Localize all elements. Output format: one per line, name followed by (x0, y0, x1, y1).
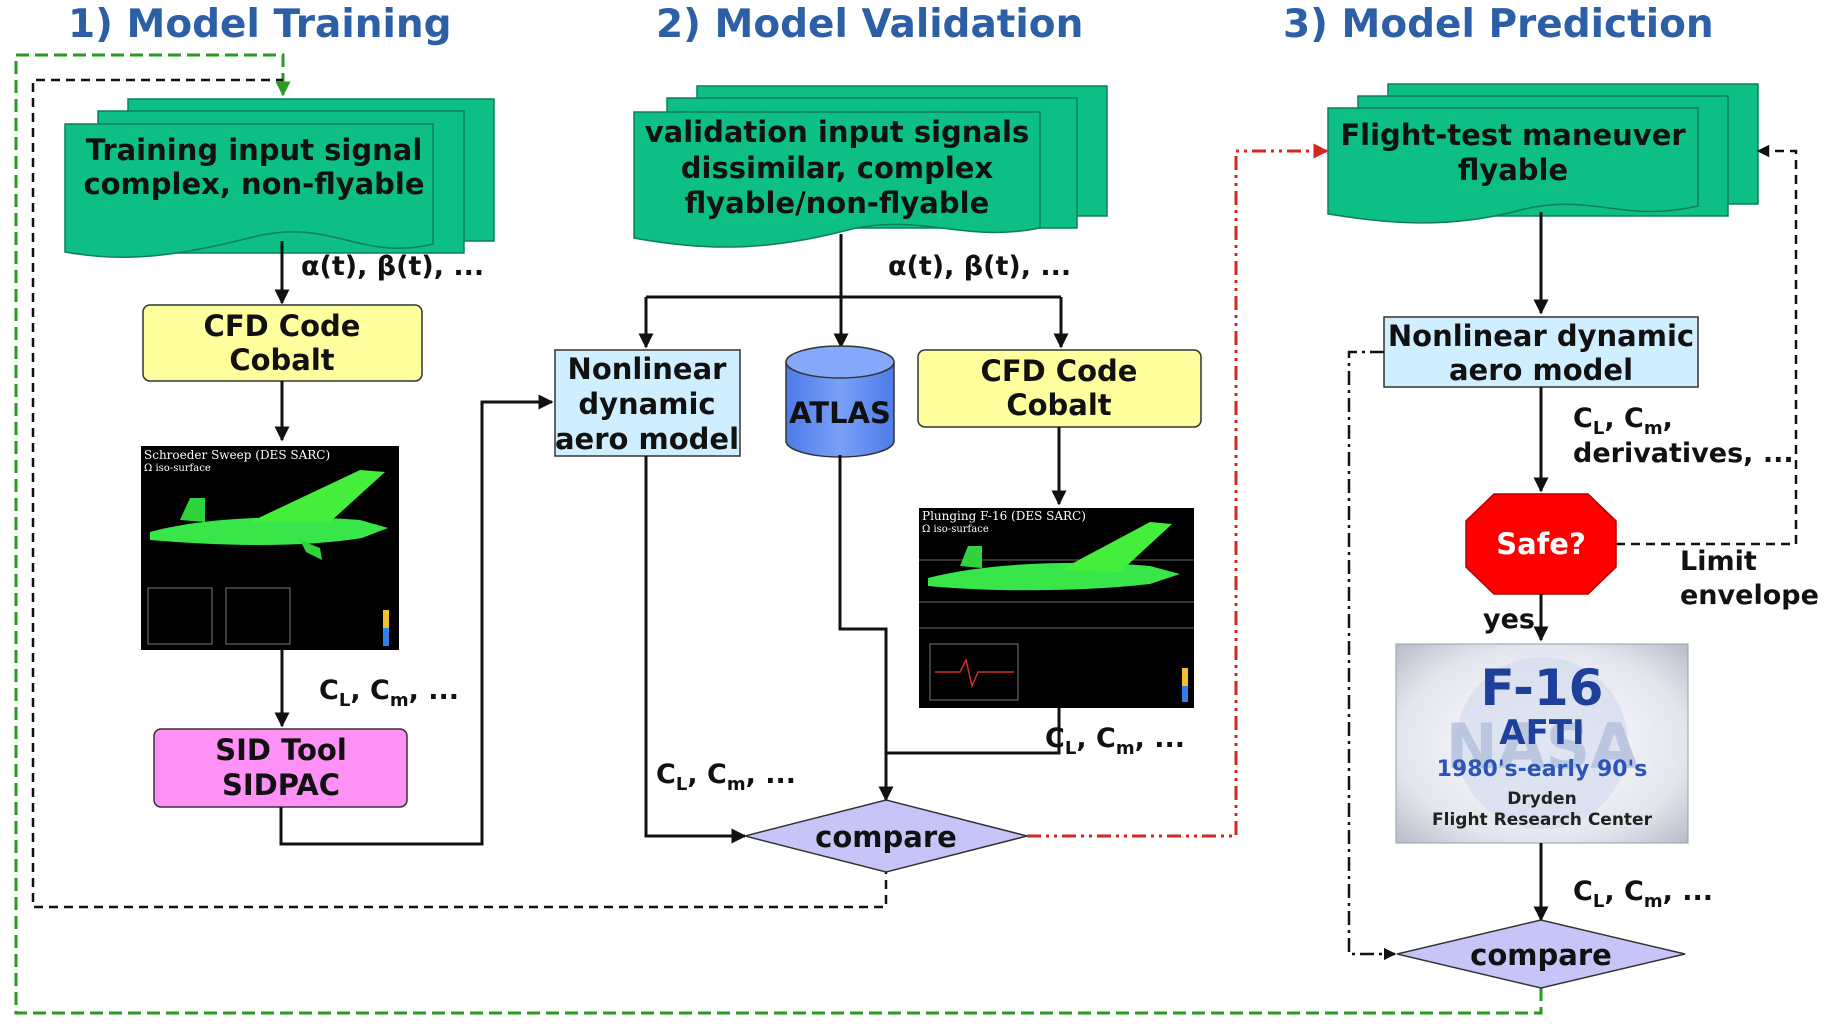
schroeder-sweep-simulation-image: Schroeder Sweep (DES SARC) Ω iso-surface (141, 446, 399, 650)
arrow-aero-to-compare (644, 456, 747, 844)
validation-coeff-label-left: CL, Cm, ... (656, 759, 796, 795)
training-cfd-line1: CFD Code (204, 309, 361, 343)
safe-label: Safe? (1496, 527, 1586, 561)
sid-tool-box: SID Tool SIDPAC (153, 728, 408, 808)
arrow-sid-to-aero-model (279, 394, 554, 846)
badge-years: 1980's-early 90's (1437, 757, 1648, 782)
val-aero-line1: Nonlinear (568, 352, 728, 386)
line-cfd-to-compare (886, 708, 1061, 755)
limit-label-line1: Limit (1680, 546, 1757, 577)
training-input-line2: complex, non-flyable (83, 167, 424, 201)
val-aero-line3: aero model (555, 422, 739, 456)
sim2-title: Plunging F-16 (DES SARC) (922, 509, 1086, 523)
badge-sub: AFTI (1499, 713, 1584, 753)
prediction-compare-diamond: compare (1396, 919, 1686, 989)
arrow-atlas-to-compare (838, 455, 894, 802)
val-cfd-line1: CFD Code (981, 354, 1138, 388)
sim1-subtitle: Ω iso-surface (144, 463, 211, 474)
pred-aero-line2: aero model (1449, 353, 1633, 387)
validation-aero-model-box: Nonlinear dynamic aero model (554, 349, 741, 457)
pred-aero-line1: Nonlinear dynamic (1388, 319, 1694, 353)
val-aero-line2: dynamic (578, 387, 715, 421)
prediction-coeff-label: CL, Cm, (1573, 403, 1673, 439)
badge-center2: Flight Research Center (1432, 810, 1653, 830)
f16-afti-badge-image: NASA F-16 AFTI 1980's-early 90's Dryden … (1395, 643, 1689, 844)
training-cfd-box: CFD Code Cobalt (142, 304, 423, 382)
training-feedback-loop (31, 78, 888, 909)
validation-input-line1: validation input signals (645, 115, 1029, 149)
training-input-document: Training input signal complex, non-flyab… (64, 98, 495, 259)
badge-center1: Dryden (1507, 789, 1576, 809)
plunging-f16-simulation-image: Plunging F-16 (DES SARC) Ω iso-surface (919, 508, 1194, 708)
prediction-derivatives-label: derivatives, ... (1573, 438, 1794, 469)
training-coeff-label: CL, Cm, ... (319, 675, 459, 711)
prediction-coeff-label-bottom: CL, Cm, ... (1573, 876, 1713, 912)
atlas-label: ATLAS (789, 396, 891, 430)
title-model-training: 1) Model Training (68, 2, 452, 47)
validation-cfd-box: CFD Code Cobalt (917, 349, 1202, 428)
badge-watermark: NASA (1446, 710, 1639, 783)
sim2-subtitle: Ω iso-surface (922, 524, 989, 535)
atlas-database: ATLAS (785, 345, 895, 458)
dashdot-aero-to-compare (1347, 350, 1397, 961)
validation-signals-label: α(t), β(t), ... (888, 251, 1071, 282)
training-signals-label: α(t), β(t), ... (301, 251, 484, 282)
sim1-title: Schroeder Sweep (DES SARC) (144, 448, 330, 462)
prediction-input-line1: Flight-test maneuver (1340, 118, 1686, 152)
validation-coeff-label-right: CL, Cm, ... (1045, 723, 1185, 759)
prediction-input-line2: flyable (1458, 153, 1568, 187)
safe-decision-octagon: Safe? (1465, 493, 1617, 595)
val-cfd-line2: Cobalt (1006, 388, 1111, 422)
limit-label-line2: envelope (1680, 580, 1819, 611)
pred-compare-label: compare (1470, 938, 1612, 972)
red-path-to-prediction (1027, 143, 1329, 838)
limit-envelope-loop (1616, 144, 1798, 546)
training-cfd-line2: Cobalt (229, 343, 334, 377)
validation-input-document: validation input signals dissimilar, com… (633, 85, 1108, 248)
validation-compare-diamond: compare (744, 799, 1028, 873)
prediction-input-document: Flight-test maneuver flyable (1327, 83, 1759, 224)
title-model-validation: 2) Model Validation (656, 2, 1083, 47)
title-model-prediction: 3) Model Prediction (1283, 2, 1714, 47)
badge-title: F-16 (1481, 659, 1604, 717)
green-feedback-loop (14, 53, 1543, 1015)
training-input-line1: Training input signal (86, 133, 423, 167)
yes-label: yes (1483, 604, 1535, 635)
prediction-aero-model-box: Nonlinear dynamic aero model (1383, 316, 1699, 388)
sid-line1: SID Tool (215, 733, 347, 767)
sid-line2: SIDPAC (222, 768, 340, 802)
validation-input-line3: flyable/non-flyable (685, 186, 990, 220)
validation-input-line2: dissimilar, complex (681, 151, 994, 185)
val-compare-label: compare (815, 820, 957, 854)
